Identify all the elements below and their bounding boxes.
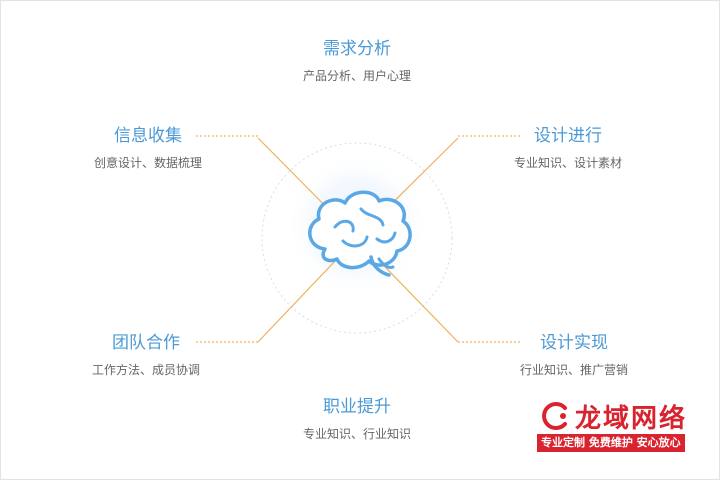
node-title: 需求分析 (323, 39, 391, 59)
node-top-left: 信息收集 创意设计、数据梳理 (48, 125, 248, 171)
node-title: 职业提升 (323, 397, 391, 417)
node-subtitle: 专业知识、设计素材 (513, 156, 622, 170)
brand-watermark: 龙域网络 专业定制 免费维护 安心放心 (535, 398, 715, 458)
node-title: 设计进行 (534, 126, 602, 146)
node-top-right: 设计进行 专业知识、设计素材 (468, 125, 668, 171)
brand-logo-icon (542, 402, 567, 430)
node-subtitle: 创意设计、数据梳理 (93, 156, 202, 170)
node-subtitle: 行业知识、推广营销 (519, 363, 628, 377)
node-subtitle: 专业知识、行业知识 (302, 427, 411, 441)
brand-name: 龙域网络 (575, 404, 688, 434)
node-bottom-left: 团队合作 工作方法、成员协调 (46, 332, 246, 378)
brain-icon (308, 190, 412, 277)
node-title: 信息收集 (114, 126, 182, 146)
node-bottom-right: 设计实现 行业知识、推广营销 (474, 332, 674, 378)
node-subtitle: 产品分析、用户心理 (302, 69, 411, 83)
node-bottom: 职业提升 专业知识、行业知识 (257, 396, 457, 442)
node-top: 需求分析 产品分析、用户心理 (257, 38, 457, 84)
node-title: 团队合作 (112, 333, 180, 353)
node-subtitle: 工作方法、成员协调 (91, 363, 200, 377)
node-title: 设计实现 (540, 333, 608, 353)
brand-slogan: 专业定制 免费维护 安心放心 (537, 434, 685, 452)
